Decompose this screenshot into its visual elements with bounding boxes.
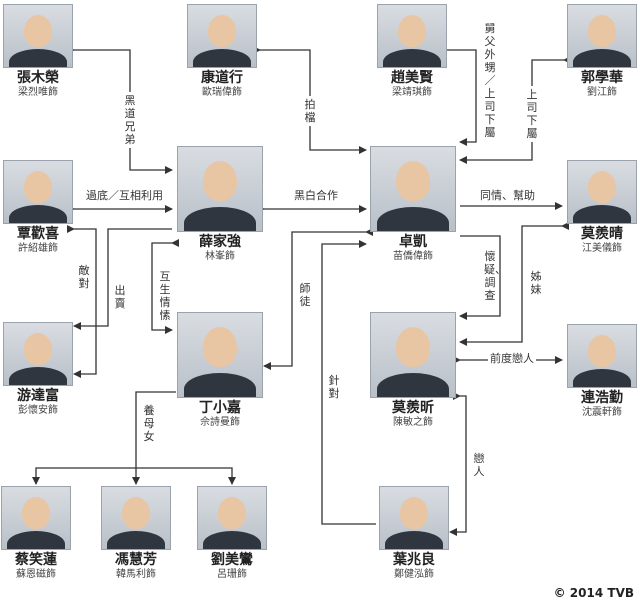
label-qian-du: 前度戀人 — [488, 351, 536, 366]
label-lian-ren: 戀人 — [472, 450, 486, 480]
character-card: 連浩勤 沈震軒飾 — [566, 324, 638, 419]
character-name: 莫羨昕 — [392, 400, 434, 416]
link-hu-sheng — [151, 239, 179, 334]
label-huai-yi: 懷疑、調查 — [483, 248, 506, 304]
character-card: 卓凱 苗僑偉飾 — [370, 146, 456, 263]
character-name: 葉兆良 — [393, 552, 435, 568]
character-name: 張木榮 — [17, 70, 59, 86]
character-name: 劉美鸞 — [211, 552, 253, 568]
character-name: 趙美賢 — [391, 70, 433, 86]
character-name: 卓凱 — [399, 234, 427, 250]
portrait-photo — [197, 486, 267, 550]
character-card: 覃歡喜 許紹雄飾 — [2, 160, 74, 255]
copyright: © 2014 TVB — [553, 586, 634, 600]
label-hei-dao: 黑道兄弟 — [123, 92, 137, 148]
character-name: 丁小嘉 — [199, 400, 241, 416]
actor-name: 梁靖琪飾 — [392, 87, 432, 98]
portrait-photo — [377, 4, 447, 68]
link-jiu-fu — [439, 46, 477, 146]
label-jiu-fu: 舅父外甥／上司下屬 — [483, 20, 497, 141]
character-card: 薛家強 林峯飾 — [177, 146, 263, 263]
character-name: 莫羨晴 — [581, 226, 623, 242]
portrait-photo — [370, 312, 456, 398]
actor-name: 許紹雄飾 — [18, 243, 58, 254]
actor-name: 林峯飾 — [205, 251, 235, 262]
character-card: 張木榮 梁烈唯飾 — [2, 4, 74, 99]
character-card: 劉美鸞 呂珊飾 — [196, 486, 268, 581]
link-zhen-dui — [321, 240, 376, 525]
character-card: 丁小嘉 佘詩曼飾 — [177, 312, 263, 429]
character-name: 康道行 — [201, 70, 243, 86]
character-name: 郭學華 — [581, 70, 623, 86]
character-card: 葉兆良 鄭健泓飾 — [378, 486, 450, 581]
character-card: 趙美賢 梁靖琪飾 — [376, 4, 448, 99]
label-shang-si: 上司下屬 — [525, 86, 539, 142]
character-card: 蔡笑蓮 蘇恩磁飾 — [0, 486, 72, 581]
link-shi-tu — [263, 228, 373, 370]
character-name: 蔡笑蓮 — [15, 552, 57, 568]
actor-name: 劉江飾 — [587, 87, 617, 98]
portrait-photo — [567, 324, 637, 388]
label-guo-di: 過底／互相利用 — [84, 188, 165, 203]
label-hu-sheng: 互生情愫 — [158, 268, 172, 324]
actor-name: 佘詩曼飾 — [200, 417, 240, 428]
portrait-photo — [177, 146, 263, 232]
link-di-dui — [67, 225, 97, 378]
actor-name: 蘇恩磁飾 — [16, 569, 56, 580]
character-card: 康道行 歐瑞偉飾 — [186, 4, 258, 99]
actor-name: 苗僑偉飾 — [393, 251, 433, 262]
portrait-photo — [187, 4, 257, 68]
label-pai-dang: 拍檔 — [303, 96, 317, 126]
portrait-photo — [379, 486, 449, 550]
link-lian-ren — [449, 392, 467, 536]
label-chu-mai: 出賣 — [113, 282, 127, 312]
character-name: 馮慧芳 — [115, 552, 157, 568]
portrait-photo — [3, 160, 73, 224]
actor-name: 沈震軒飾 — [582, 407, 622, 418]
actor-name: 韓馬利飾 — [116, 569, 156, 580]
label-zi-mei: 姊妹 — [529, 268, 543, 298]
character-card: 莫羨晴 江美儀飾 — [566, 160, 638, 255]
character-card: 游達富 彭懷安飾 — [2, 322, 74, 417]
label-yang-mu: 養母女 — [142, 402, 156, 445]
label-tong-qing: 同情、幫助 — [478, 188, 537, 203]
link-chu-mai — [73, 228, 172, 330]
character-card: 莫羨昕 陳敏之飾 — [370, 312, 456, 429]
portrait-photo — [3, 4, 73, 68]
portrait-photo — [370, 146, 456, 232]
label-shi-tu: 師徒 — [298, 280, 312, 310]
portrait-photo — [567, 160, 637, 224]
label-hei-bai: 黑白合作 — [292, 188, 340, 203]
character-card: 郭學華 劉江飾 — [566, 4, 638, 99]
actor-name: 彭懷安飾 — [18, 405, 58, 416]
character-name: 連浩勤 — [581, 390, 623, 406]
link-zi-mei — [459, 222, 569, 346]
actor-name: 陳敏之飾 — [393, 417, 433, 428]
actor-name: 梁烈唯飾 — [18, 87, 58, 98]
portrait-photo — [3, 322, 73, 386]
portrait-photo — [177, 312, 263, 398]
actor-name: 呂珊飾 — [217, 569, 247, 580]
character-name: 薛家強 — [199, 234, 241, 250]
label-zhen-dui: 針對 — [327, 372, 341, 402]
character-card: 馮慧芳 韓馬利飾 — [100, 486, 172, 581]
link-yang-mu — [135, 391, 176, 468]
portrait-photo — [101, 486, 171, 550]
character-name: 游達富 — [17, 388, 59, 404]
character-name: 覃歡喜 — [17, 226, 59, 242]
portrait-photo — [567, 4, 637, 68]
actor-name: 鄭健泓飾 — [394, 569, 434, 580]
portrait-photo — [1, 486, 71, 550]
actor-name: 江美儀飾 — [582, 243, 622, 254]
label-di-dui: 敵對 — [77, 262, 91, 292]
actor-name: 歐瑞偉飾 — [202, 87, 242, 98]
